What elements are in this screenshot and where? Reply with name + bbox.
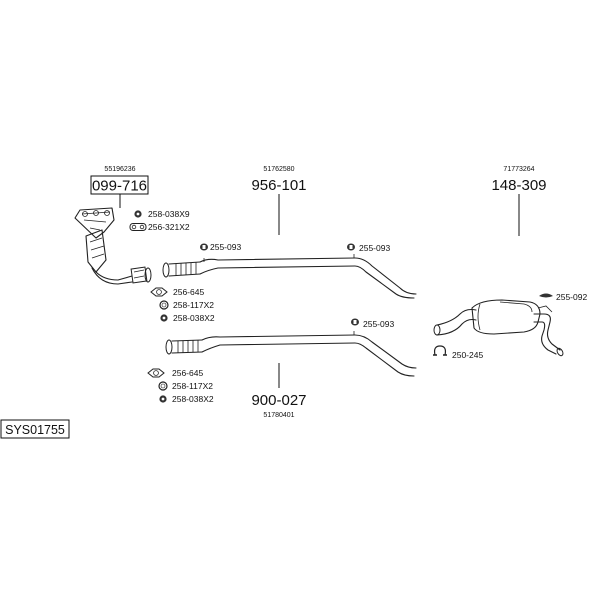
accessory-label[interactable]: 255-093 bbox=[359, 243, 390, 253]
accessory-label[interactable]: 255-092 bbox=[556, 292, 587, 302]
rubber-hanger-icon bbox=[347, 243, 355, 251]
rubber-hanger-icon bbox=[200, 243, 208, 251]
manifold-oe-number: 55196236 bbox=[104, 166, 135, 173]
accessory-label[interactable]: 255-093 bbox=[210, 242, 241, 252]
mid-pipe-part-number[interactable]: 900-027 bbox=[251, 392, 306, 409]
accessory-label[interactable]: 256-321X2 bbox=[148, 222, 190, 232]
ring-icon bbox=[159, 300, 169, 310]
manifold-catalyst-drawing bbox=[74, 207, 152, 285]
front-pipe-oe-number: 51762580 bbox=[263, 166, 294, 173]
accessory-label[interactable]: 256-645 bbox=[172, 368, 203, 378]
nut-icon bbox=[159, 395, 167, 403]
mid-pipe-oe-number: 51780401 bbox=[263, 412, 294, 419]
rear-box-part-number[interactable]: 148-309 bbox=[491, 177, 546, 194]
nut-icon bbox=[160, 314, 168, 322]
mid-pipe-drawing bbox=[165, 331, 417, 377]
accessory-label[interactable]: 250-245 bbox=[452, 350, 483, 360]
system-code-box bbox=[0, 419, 70, 439]
accessory-label[interactable]: 258-117X2 bbox=[173, 300, 214, 310]
accessory-label[interactable]: 258-038X2 bbox=[172, 394, 214, 404]
rear-box-oe-number: 71773264 bbox=[503, 166, 534, 173]
rear-silencer-drawing bbox=[433, 299, 564, 357]
system-code: SYS01755 bbox=[5, 423, 65, 437]
accessory-label[interactable]: 255-093 bbox=[363, 319, 394, 329]
gasket-icon bbox=[150, 287, 168, 297]
gasket-icon bbox=[147, 368, 165, 378]
rubber-hanger-icon bbox=[539, 293, 553, 298]
accessory-label[interactable]: 256-645 bbox=[173, 287, 204, 297]
nut-icon bbox=[134, 210, 142, 218]
ring-icon bbox=[158, 381, 168, 391]
accessory-label[interactable]: 258-117X2 bbox=[172, 381, 213, 391]
accessory-label[interactable]: 258-038X2 bbox=[173, 313, 215, 323]
front-pipe-part-number[interactable]: 956-101 bbox=[251, 177, 306, 194]
rubber-hanger-icon bbox=[351, 318, 359, 326]
gasket-icon bbox=[129, 223, 147, 231]
front-pipe-drawing bbox=[162, 254, 417, 299]
clamp-icon bbox=[433, 345, 447, 356]
manifold-part-number[interactable]: 099-716 bbox=[92, 178, 147, 195]
accessory-label[interactable]: 258-038X9 bbox=[148, 209, 190, 219]
